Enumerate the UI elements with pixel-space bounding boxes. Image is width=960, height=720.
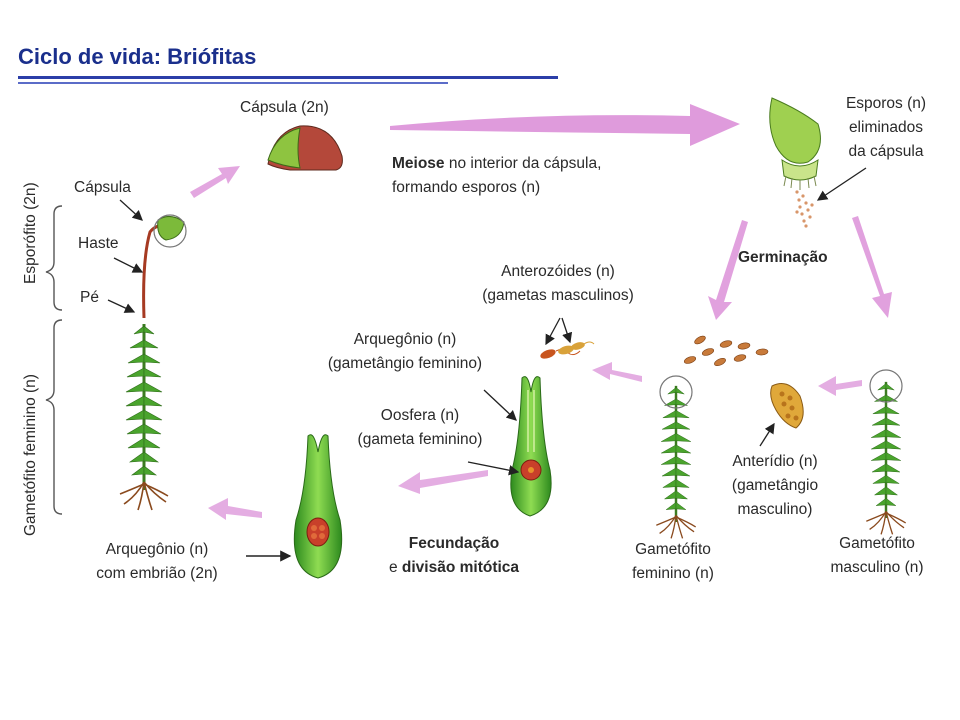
label-gametofito-masculino-1: Gametófito <box>839 535 915 552</box>
meiose-bold: Meiose <box>392 155 445 172</box>
cycle-arrows <box>190 104 892 520</box>
pointer-arrows-left <box>107 199 144 313</box>
label-gametofito-masculino-2: masculino (n) <box>830 559 924 576</box>
antheridium-pointer-arrow <box>759 422 775 447</box>
sporophyte-side-label: Esporófito (2n) <box>22 182 39 284</box>
label-gametofito-feminino-1: Gametófito <box>635 541 711 558</box>
meiose-rest: no interior da cápsula, <box>444 155 602 172</box>
label-haste: Haste <box>78 235 119 252</box>
label-esporos-1: Esporos (n) <box>845 95 927 112</box>
label-fecundacao: Fecundação <box>408 535 500 552</box>
label-anteridio-2: (gametângio <box>731 477 819 494</box>
label-e: e <box>388 559 402 576</box>
capsule-2n-illustration <box>267 125 343 171</box>
label-pe: Pé <box>80 289 99 306</box>
gametophyte-female-side-label: Gametófito feminino (n) <box>22 374 39 536</box>
label-gametofito-feminino-2: feminino (n) <box>632 565 714 582</box>
label-capsula: Cápsula <box>74 179 131 196</box>
spores-pointer-arrow <box>816 167 867 201</box>
label-arquegonio-embriao-2: com embrião (2n) <box>96 565 218 582</box>
label-capsula-2n: Cápsula (2n) <box>240 99 329 116</box>
germinating-spores <box>683 335 769 367</box>
label-arquegonio-embriao-1: Arquegônio (n) <box>105 541 209 558</box>
antherozoid-pointer-arrows <box>545 317 573 346</box>
label-divisao-mitotica: divisão mitótica <box>401 559 520 576</box>
label-esporos-3: da cápsula <box>848 143 924 160</box>
spore-release-capsule <box>769 97 821 228</box>
label-anteridio-3: masculino) <box>737 501 813 518</box>
label-germinacao: Germinação <box>738 249 828 266</box>
page-title: Ciclo de vida: Briófitas <box>18 44 257 69</box>
brace-gametophyte <box>45 319 63 515</box>
antheridium <box>770 383 804 429</box>
label-arquegonio-1: Arquegônio (n) <box>353 331 457 348</box>
label-oosfera-1: Oosfera (n) <box>380 407 460 424</box>
label-meiose: Meiose no interior da cápsula, <box>392 154 601 174</box>
label-divisao-line: e divisão mitótica <box>344 558 564 578</box>
male-gametophyte <box>864 369 908 536</box>
brace-sporophyte <box>45 205 63 311</box>
label-arquegonio-2: (gametângio feminino) <box>327 355 483 372</box>
label-anteridio-1: Anterídio (n) <box>732 453 818 470</box>
antherozoids <box>540 341 595 359</box>
archegonium-pointer-arrows <box>467 389 520 476</box>
moss-with-sporophyte <box>118 214 187 512</box>
label-meiose-line2: formando esporos (n) <box>392 179 541 196</box>
label-esporos-2: eliminados <box>848 119 924 136</box>
archegonium-with-embryo <box>293 434 343 579</box>
title-underline-secondary <box>18 82 448 84</box>
label-anterozoides-2: (gametas masculinos) <box>482 287 634 304</box>
female-gametophyte <box>654 375 698 540</box>
title-underline <box>18 76 558 79</box>
label-anterozoides-1: Anterozóides (n) <box>501 263 615 280</box>
label-oosfera-2: (gameta feminino) <box>357 431 483 448</box>
